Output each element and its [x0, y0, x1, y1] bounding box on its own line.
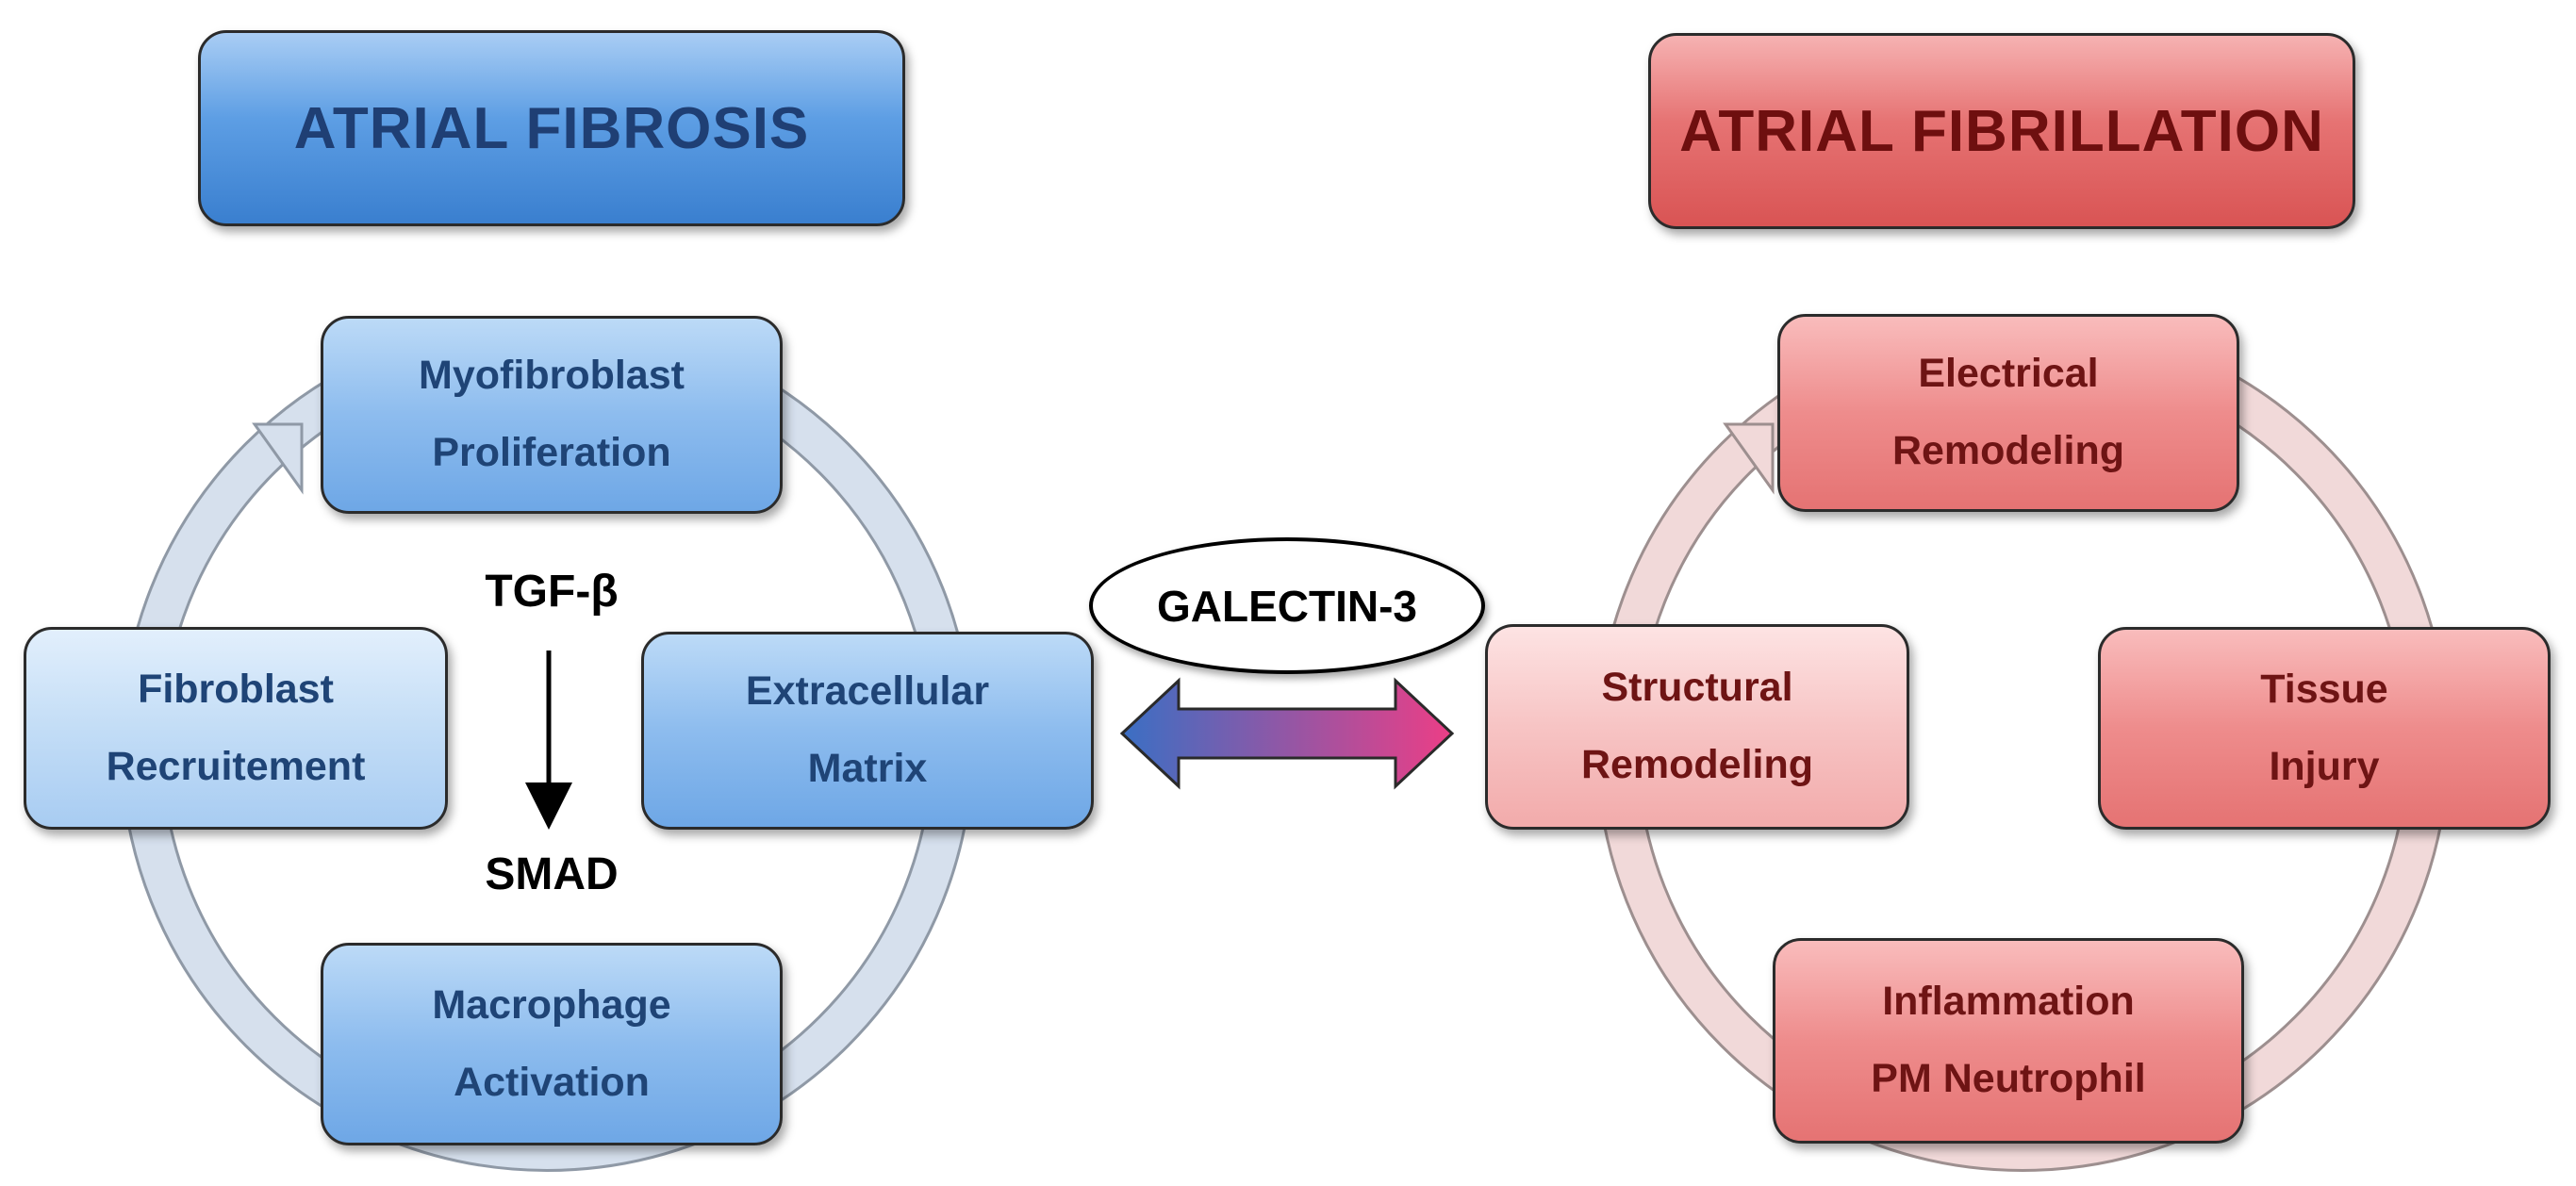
- node-line: Matrix: [807, 746, 928, 791]
- node-line: Activation: [454, 1059, 650, 1105]
- node-line: Electrical: [1918, 351, 2099, 397]
- node-line: Remodeling: [1891, 428, 2125, 473]
- macrophage-activation-node: Macrophage Activation: [321, 943, 783, 1145]
- smad-label: SMAD: [485, 849, 619, 899]
- inflammation-pm-neutrophil-node: Inflammation PM Neutrophil: [1773, 938, 2244, 1144]
- tgf-beta-label: TGF-β: [485, 567, 619, 617]
- node-line: Injury: [2269, 743, 2380, 789]
- node-line: Macrophage: [432, 981, 671, 1028]
- structural-remodeling-node: Structural Remodeling: [1485, 624, 1909, 830]
- atrial-fibrillation-title-text: ATRIAL FIBRILLATION: [1679, 98, 2324, 164]
- electrical-remodeling-node: Electrical Remodeling: [1777, 314, 2239, 512]
- node-line: Proliferation: [432, 430, 671, 475]
- tissue-injury-node: Tissue Injury: [2098, 627, 2551, 830]
- node-line: Extracellular: [745, 668, 990, 715]
- extracellular-matrix-node: Extracellular Matrix: [641, 632, 1094, 830]
- node-line: Fibroblast: [138, 666, 334, 712]
- galectin-3-text: GALECTIN-3: [1157, 581, 1417, 631]
- fibrosis-cycle-arrowhead: [252, 422, 304, 495]
- node-line: Remodeling: [1580, 742, 1814, 787]
- node-line: Structural: [1601, 665, 1793, 711]
- node-line: Recruitement: [106, 743, 366, 789]
- myofibroblast-proliferation-node: Myofibroblast Proliferation: [321, 316, 783, 514]
- atrial-fibrosis-title-text: ATRIAL FIBROSIS: [293, 95, 810, 161]
- fibrillation-cycle-arrowhead: [1723, 422, 1775, 495]
- node-line: PM Neutrophil: [1871, 1056, 2146, 1101]
- fibroblast-recruitement-node: Fibroblast Recruitement: [24, 627, 448, 830]
- node-line: Tissue: [2260, 666, 2388, 712]
- node-line: Myofibroblast: [419, 353, 685, 399]
- atrial-fibrillation-title: ATRIAL FIBRILLATION: [1648, 33, 2355, 229]
- node-line: Inflammation: [1882, 979, 2135, 1025]
- galectin-double-arrow: [1119, 677, 1455, 790]
- atrial-fibrosis-title: ATRIAL FIBROSIS: [198, 30, 905, 226]
- galectin-3-label: GALECTIN-3: [1089, 537, 1485, 674]
